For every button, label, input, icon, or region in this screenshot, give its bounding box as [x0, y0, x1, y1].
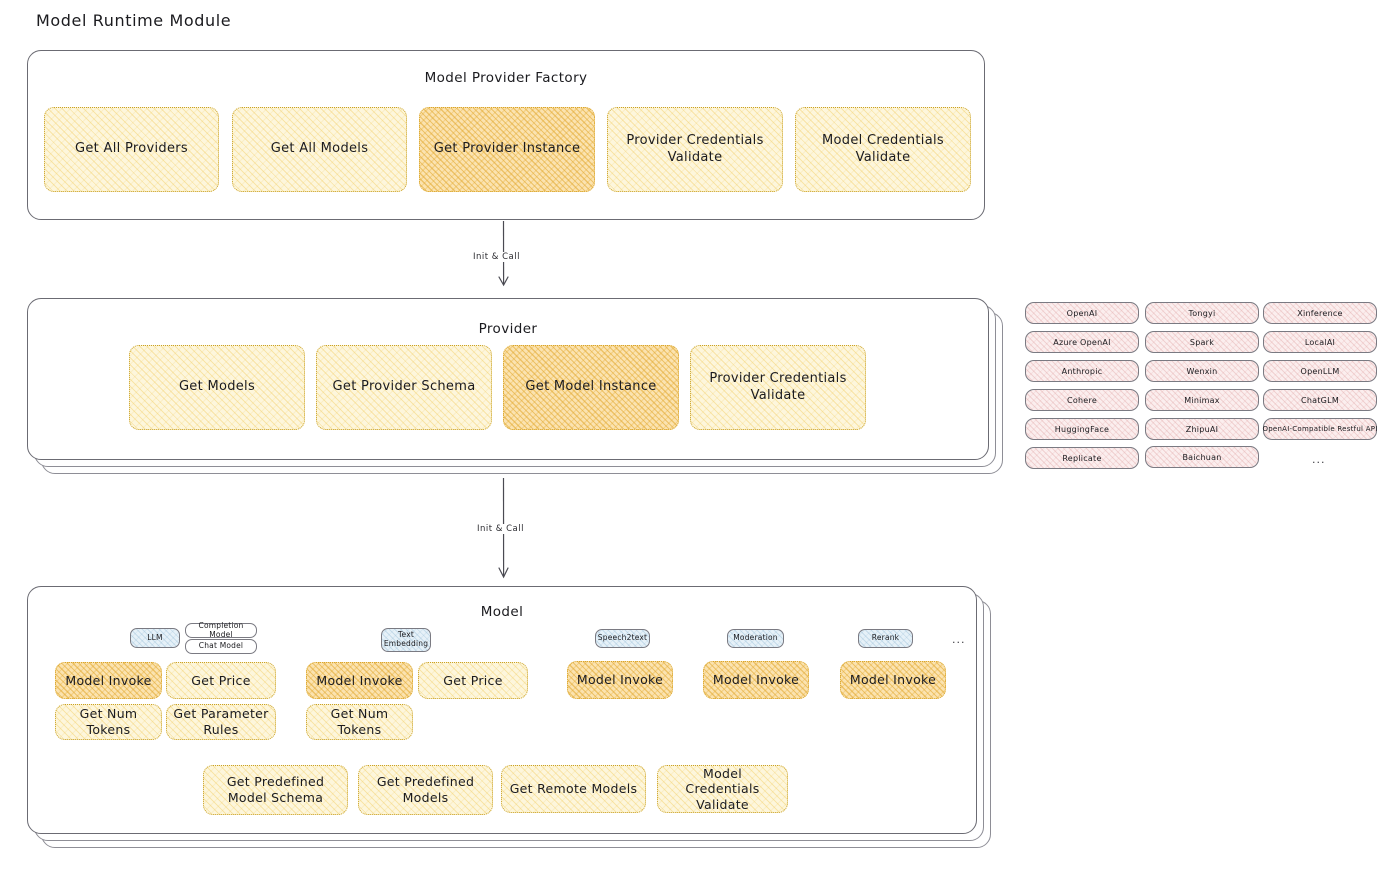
provider-chip-openllm[interactable]: OpenLLM	[1263, 360, 1377, 382]
provider-chip-anthropic[interactable]: Anthropic	[1025, 360, 1139, 382]
provider-chip-baichuan[interactable]: Baichuan	[1145, 446, 1259, 468]
model-subtype-tag-chat-model[interactable]: Chat Model	[185, 639, 257, 654]
provider-chip-chatglm[interactable]: ChatGLM	[1263, 389, 1377, 411]
model-provider-factory-title: Model Provider Factory	[424, 70, 588, 86]
provider-box-get-provider-schema[interactable]: Get Provider Schema	[316, 345, 492, 430]
model-common-method-get-predefined-models[interactable]: Get Predefined Models	[358, 765, 493, 815]
llm-method-get-parameter-rules[interactable]: Get Parameter Rules	[166, 704, 276, 740]
provider-chip-minimax[interactable]: Minimax	[1145, 389, 1259, 411]
speech2text-method-model-invoke[interactable]: Model Invoke	[567, 661, 673, 699]
provider-chip-xinference[interactable]: Xinference	[1263, 302, 1377, 324]
provider-chip-spark[interactable]: Spark	[1145, 331, 1259, 353]
model-type-tag-moderation[interactable]: Moderation	[727, 629, 784, 648]
model-common-method-get-predefined-model-schema[interactable]: Get Predefined Model Schema	[203, 765, 348, 815]
provider-chip-localai[interactable]: LocalAI	[1263, 331, 1377, 353]
model-type-tag-speech2text[interactable]: Speech2text	[595, 629, 650, 648]
factory-box-get-provider-instance[interactable]: Get Provider Instance	[419, 107, 595, 192]
llm-method-model-invoke[interactable]: Model Invoke	[55, 662, 162, 699]
llm-method-get-price[interactable]: Get Price	[166, 662, 276, 699]
arrow-1-label: Init & Call	[470, 252, 523, 262]
provider-chip-wenxin[interactable]: Wenxin	[1145, 360, 1259, 382]
factory-box-get-all-models[interactable]: Get All Models	[232, 107, 407, 192]
model-title: Model	[480, 604, 524, 620]
model-type-tag-llm[interactable]: LLM	[130, 628, 180, 648]
text-embedding-method-model-invoke[interactable]: Model Invoke	[306, 662, 413, 699]
provider-chip-azure-openai[interactable]: Azure OpenAI	[1025, 331, 1139, 353]
provider-chip-huggingface[interactable]: HuggingFace	[1025, 418, 1139, 440]
provider-title: Provider	[478, 321, 538, 337]
model-types-more-ellipsis: ...	[952, 633, 966, 646]
provider-list-more-ellipsis: ...	[1312, 453, 1326, 466]
provider-box-provider-credentials-validate[interactable]: Provider Credentials Validate	[690, 345, 866, 430]
model-common-method-get-remote-models[interactable]: Get Remote Models	[501, 765, 646, 813]
provider-box-get-models[interactable]: Get Models	[129, 345, 305, 430]
model-common-method-model-credentials-validate[interactable]: Model Credentials Validate	[657, 765, 788, 813]
model-type-tag-text-embedding[interactable]: Text Embedding	[381, 628, 431, 652]
text-embedding-method-get-num-tokens[interactable]: Get Num Tokens	[306, 704, 413, 740]
provider-box-get-model-instance[interactable]: Get Model Instance	[503, 345, 679, 430]
provider-chip-replicate[interactable]: Replicate	[1025, 447, 1139, 469]
model-subtype-tag-completion-model[interactable]: Completion Model	[185, 621, 257, 638]
provider-chip-tongyi[interactable]: Tongyi	[1145, 302, 1259, 324]
llm-method-get-num-tokens[interactable]: Get Num Tokens	[55, 704, 162, 740]
arrow-2-label: Init & Call	[474, 524, 527, 534]
provider-chip-openai[interactable]: OpenAI	[1025, 302, 1139, 324]
provider-chip-zhipuai[interactable]: ZhipuAI	[1145, 418, 1259, 440]
provider-chip-cohere[interactable]: Cohere	[1025, 389, 1139, 411]
model-type-tag-rerank[interactable]: Rerank	[858, 629, 913, 648]
page-title: Model Runtime Module	[36, 11, 232, 30]
factory-box-model-credentials-validate[interactable]: Model Credentials Validate	[795, 107, 971, 192]
moderation-method-model-invoke[interactable]: Model Invoke	[703, 661, 809, 699]
factory-box-get-all-providers[interactable]: Get All Providers	[44, 107, 219, 192]
factory-box-provider-credentials-validate[interactable]: Provider Credentials Validate	[607, 107, 783, 192]
text-embedding-method-get-price[interactable]: Get Price	[418, 662, 528, 699]
provider-chip-openai-compatible-restful-api[interactable]: OpenAI-Compatible Restful API	[1262, 418, 1377, 440]
rerank-method-model-invoke[interactable]: Model Invoke	[840, 661, 946, 699]
